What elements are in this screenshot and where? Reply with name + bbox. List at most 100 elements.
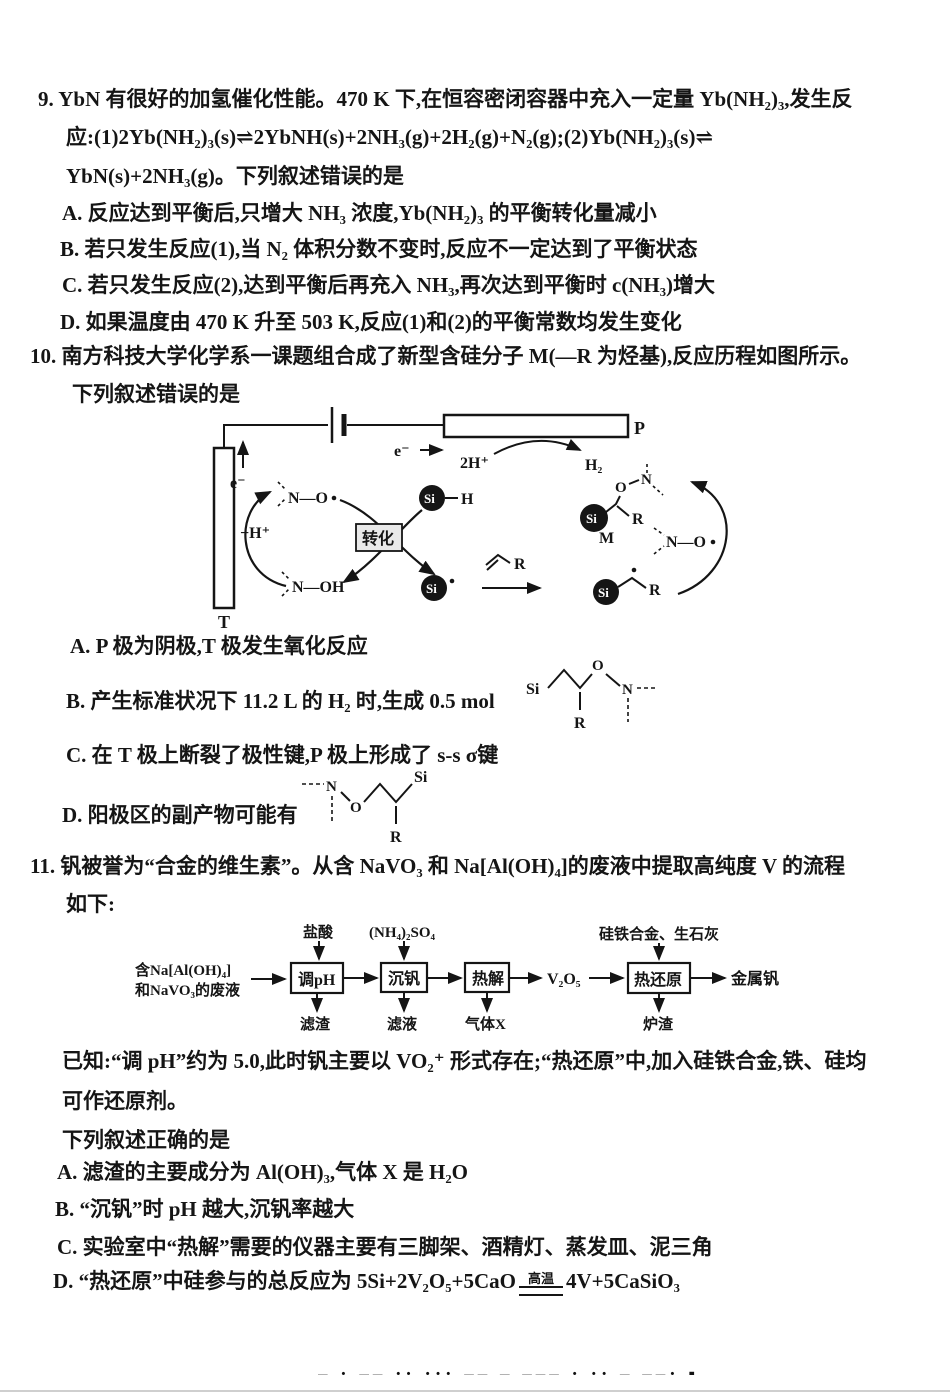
d-n-o-bond — [340, 791, 351, 802]
wire-left — [223, 424, 328, 448]
d-chain — [363, 782, 413, 804]
q9-line-3: YbN(s)+2NH₃(g)。下列叙述错误的是 — [66, 164, 404, 188]
q10-option-b-structure: Si O N R — [526, 658, 656, 732]
flow-mid-product: V₂O₅ — [547, 971, 581, 988]
q11-option-d: D. “热还原”中硅参与的总反应为 5Si+2V₂O₅+5CaO 高温 4V+5… — [53, 1266, 680, 1296]
label-electron-p: e⁻ — [394, 443, 410, 460]
flow-down3-label: 气体X — [464, 1015, 506, 1033]
flow-box-adjust-ph — [289, 961, 345, 995]
q9-option-a: A. 反应达到平衡后,只增大 NH₃ 浓度,Yb(NH₂)₃ 的平衡转化量减小 — [62, 201, 657, 225]
condition-label: 高温 — [527, 1271, 554, 1286]
wedge-noh-1 — [281, 571, 291, 581]
label-b-n: N — [622, 682, 633, 698]
flow-down2-label: 滤液 — [387, 1015, 418, 1033]
q9-option-d: D. 如果温度由 470 K 升至 503 K,反应(1)和(2)的平衡常数均发… — [60, 310, 682, 334]
q9-option-c: C. 若只发生反应(2),达到平衡后再充入 NH₃,再次达到平衡时 c(NH₃)… — [62, 273, 716, 297]
q10-line-1: 10. 南方科技大学化学系一课题组合成了新型含硅分子 M(—R 为烃基),反应历… — [30, 344, 862, 368]
q11-option-c: C. 实验室中“热解”需要的仪器主要有三脚架、酒精灯、蒸发皿、泥三角 — [57, 1235, 713, 1259]
radical-dot-no — [331, 495, 337, 501]
label-h: H — [461, 491, 474, 508]
flow-down4-label: 炉渣 — [643, 1015, 674, 1033]
m-chain-bond — [605, 495, 621, 513]
q11-stem: 下列叙述正确的是 — [62, 1128, 230, 1152]
label-m: M — [599, 530, 614, 547]
q11-option-d-suffix: 4V+5CaSiO₃ — [565, 1269, 680, 1293]
radical-dot-no-right — [710, 539, 716, 545]
q10-option-a: A. P 极为阴极,T 极发生氧化反应 — [70, 634, 368, 658]
label-noh: N—OH — [292, 579, 345, 596]
q10-option-c: C. 在 T 极上断裂了极性键,P 极上形成了 s-s σ键 — [66, 743, 499, 767]
product-radical-chain — [617, 576, 647, 589]
flow-top3-label: 硅铁合金、生石灰 — [599, 925, 719, 943]
label-convert: 转化 — [362, 529, 394, 548]
si-sphere-product-radical — [593, 579, 619, 605]
label-si-product-radical: Si — [598, 585, 609, 600]
label-d-o: O — [350, 800, 362, 816]
label-b-si: Si — [526, 681, 540, 698]
flow-top2-label: (NH₄)₂SO₄ — [369, 925, 435, 941]
label-protons: 2H⁺ — [460, 455, 489, 472]
label-si-radical: Si — [426, 581, 437, 596]
label-b-r: R — [574, 715, 586, 732]
flow-input-line2: 和NaVO₃的废液 — [135, 981, 241, 999]
label-electrode-t: T — [218, 612, 230, 632]
electrode-p-bar — [442, 413, 630, 439]
q10-mechanism-diagram: T P e⁻ e⁻ 2H⁺ H₂ N—O −H⁺ N—OH 转化 Si — [212, 407, 728, 632]
si-sphere-radical — [421, 575, 447, 601]
label-no-right: N—O — [666, 534, 706, 551]
convert-box — [355, 523, 403, 552]
flow-input-line1: 含Na[Al(OH)₄] — [135, 961, 231, 979]
label-m-o: O — [615, 480, 627, 496]
label-si-sih: Si — [424, 491, 435, 506]
electrode-t-bar — [212, 446, 236, 610]
q11-option-d-prefix: D. “热还原”中硅参与的总反应为 5Si+2V₂O₅+5CaO — [53, 1269, 516, 1293]
q11-option-b: B. “沉钒”时 pH 越大,沉钒率越大 — [55, 1197, 355, 1221]
radical-dot-carbon — [631, 567, 637, 573]
b-o-n-bond — [605, 673, 621, 687]
q10-option-b-text: B. 产生标准状况下 11.2 L 的 H₂ 时,生成 0.5 mol — [66, 689, 495, 713]
m-o-n-bond — [628, 479, 640, 485]
label-m-n: N — [641, 472, 652, 488]
flow-down1-label: 滤渣 — [300, 1015, 331, 1033]
label-d-n: N — [326, 779, 337, 795]
label-b-o: O — [592, 658, 604, 674]
b-chain — [547, 668, 593, 690]
q11-flowchart: 含Na[Al(OH)₄] 和NaVO₃的废液 调pH 盐酸 滤渣 沉钒 (NH₄… — [135, 923, 779, 1033]
q10-option-d-structure: N O Si R — [302, 769, 428, 846]
label-alkene-r: R — [514, 556, 526, 573]
wedge-no-2 — [277, 497, 287, 507]
scan-edge-line — [0, 1390, 950, 1392]
q9-option-b: B. 若只发生反应(1),当 N₂ 体积分数不变时,反应不一定达到了平衡状态 — [60, 237, 698, 261]
flow-box3-label: 热解 — [472, 969, 504, 988]
label-si-m: Si — [586, 511, 597, 526]
q11-option-a: A. 滤渣的主要成分为 Al(OH)₃,气体 X 是 H₂O — [57, 1160, 468, 1184]
q11-known-1: 已知:“调 pH”约为 5.0,此时钒主要以 VO₂⁺ 形式存在;“热还原”中,… — [62, 1049, 867, 1073]
label-no-radical: N—O — [288, 490, 328, 507]
q9-line-1: 9. YbN 有很好的加氢催化性能。470 K 下,在恒容密闭容器中充入一定量 … — [38, 87, 853, 111]
wedge-noh-2 — [281, 587, 291, 597]
flow-box4-label: 热还原 — [634, 970, 682, 989]
flow-box1-label: 调pH — [298, 971, 336, 989]
radical-dot-si — [449, 578, 455, 584]
wedge-no-right-1 — [653, 527, 665, 536]
wedge-no-1 — [277, 481, 287, 491]
q10-option-d-text: D. 阳极区的副产物可能有 — [62, 803, 298, 827]
si-sphere-m — [580, 504, 608, 532]
label-electron-t: e⁻ — [230, 475, 246, 492]
cycle-arc-left — [244, 491, 287, 588]
q9-line-2: 应:(1)2Yb(NH₂)₃(s)⇌2YbNH(s)+2NH₃(g)+2H₂(g… — [66, 125, 714, 149]
footer-fragments: ‒ · ‒‒ ·· ··· ‒‒ ‒ ‒‒‒ · ·· ‒ ‒‒· ▪ — [318, 1364, 700, 1375]
label-hydrogen: H₂ — [585, 457, 602, 474]
label-d-si: Si — [414, 769, 428, 786]
label-electrode-p: P — [634, 418, 645, 438]
label-minus-h: −H⁺ — [240, 525, 270, 542]
label-product-r: R — [649, 582, 661, 599]
alkene-double-bond — [486, 559, 499, 571]
q11-line-2: 如下: — [66, 892, 115, 916]
label-d-r: R — [390, 829, 402, 846]
label-m-r: R — [632, 511, 644, 528]
equals-double-line — [518, 1286, 563, 1296]
alkene-skeleton — [485, 553, 511, 566]
si-sphere-sih — [419, 485, 445, 511]
